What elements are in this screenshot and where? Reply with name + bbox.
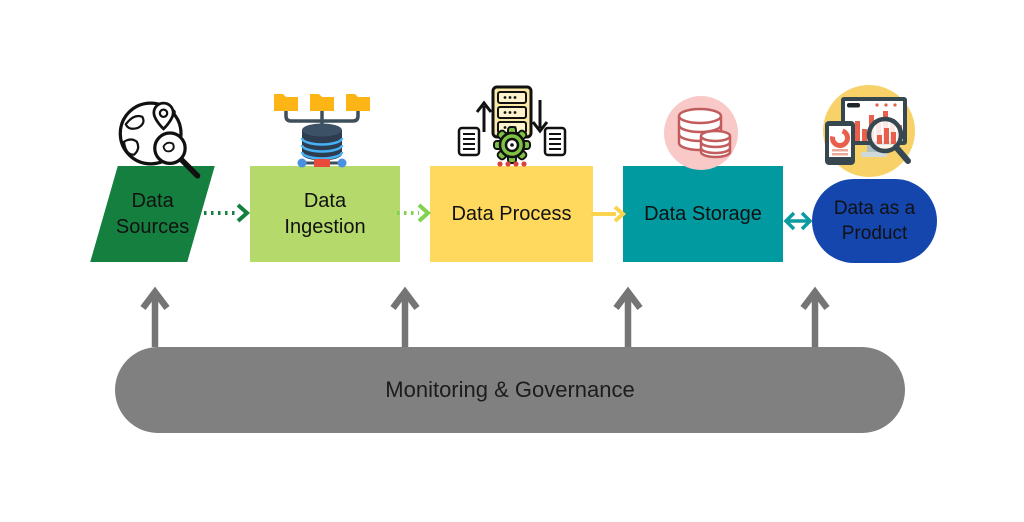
label-line: Data Process bbox=[451, 202, 572, 225]
stage-data-process-label: Data Process bbox=[451, 201, 571, 227]
folders-to-database-icon bbox=[266, 88, 378, 168]
stage-data-storage: Data Storage bbox=[623, 166, 783, 262]
governance-up-arrow bbox=[137, 283, 173, 347]
stage-data-ingestion-label: Data Ingestion bbox=[284, 188, 365, 241]
stage-data-ingestion: Data Ingestion bbox=[250, 166, 400, 262]
label-line: Data bbox=[131, 189, 174, 212]
stage-data-sources-label: Data Sources bbox=[116, 188, 189, 241]
analytics-dashboard-magnifier-icon bbox=[817, 85, 921, 177]
connector-storage-product-double-arrow bbox=[781, 209, 815, 233]
label-line: Product bbox=[841, 223, 908, 244]
database-cylinders-icon bbox=[657, 96, 745, 170]
stage-data-as-a-product: Data as a Product bbox=[812, 179, 937, 263]
governance-up-arrow bbox=[387, 283, 423, 347]
connector-ingestion-to-process-arrow bbox=[397, 202, 433, 224]
stage-data-process: Data Process bbox=[430, 166, 593, 262]
connector-process-to-storage-arrow bbox=[591, 203, 627, 225]
label-line: Sources bbox=[115, 216, 190, 238]
governance-up-arrow bbox=[797, 283, 833, 347]
monitoring-governance-bar: Monitoring & Governance bbox=[115, 347, 905, 433]
connector-sources-to-ingestion-arrow bbox=[202, 202, 252, 224]
stage-data-as-a-product-label: Data as a Product bbox=[834, 196, 915, 246]
label-line: Data bbox=[303, 189, 347, 212]
label-line: Ingestion bbox=[284, 216, 366, 238]
stage-data-storage-label: Data Storage bbox=[644, 201, 762, 227]
globe-location-search-icon bbox=[112, 93, 204, 185]
label-line: Data as a bbox=[833, 197, 916, 219]
monitoring-governance-label: Monitoring & Governance bbox=[385, 377, 635, 402]
label-line: Data Storage bbox=[644, 202, 762, 225]
server-gear-documents-icon bbox=[456, 84, 568, 168]
governance-up-arrow bbox=[610, 283, 646, 347]
